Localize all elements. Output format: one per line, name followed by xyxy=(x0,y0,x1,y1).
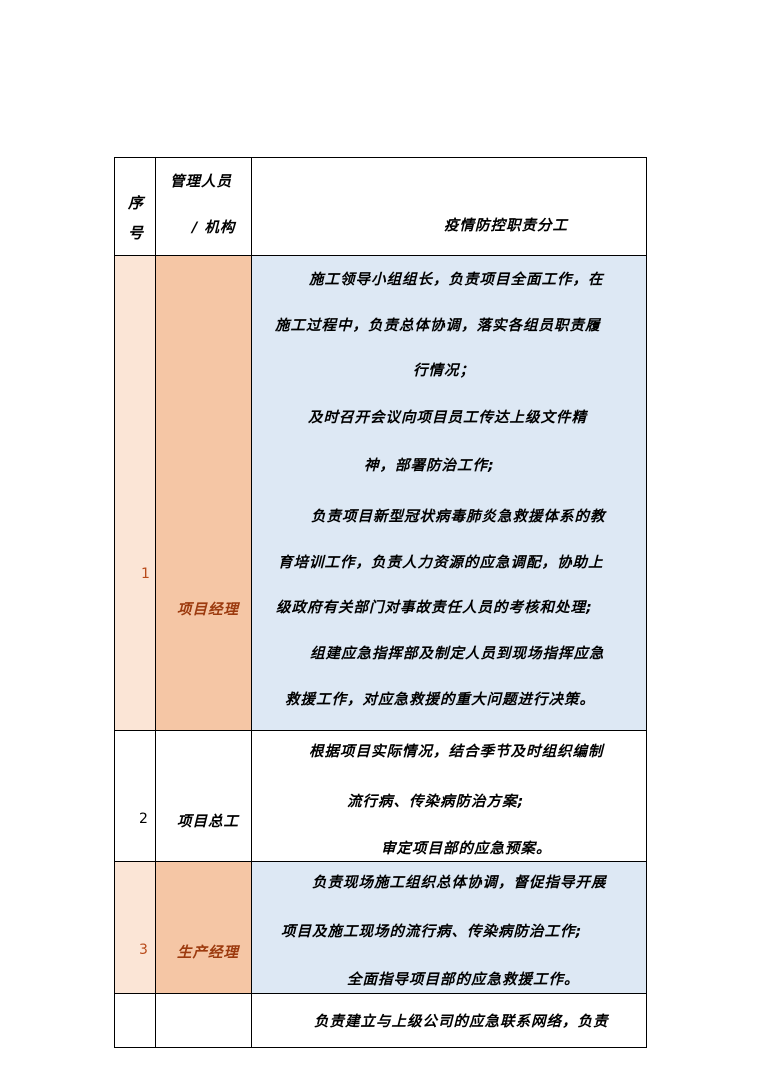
row-num-cell: 2 xyxy=(114,729,156,862)
table-row: 负责建立与上级公司的应急联系网络，负责 xyxy=(114,992,647,1049)
duty-line: 及时召开会议向项目员工传达上级文件精 xyxy=(308,410,587,427)
duty-line: 施工过程中，负责总体协调，落实各组员职责履 xyxy=(275,318,601,335)
header-row: 序 号 管理人员 / 机构 疫情防控职责分工 xyxy=(114,156,647,257)
row-role-cell xyxy=(155,992,252,1049)
header-person-cell: 管理人员 / 机构 xyxy=(155,156,252,257)
header-seq-cell: 序 号 xyxy=(114,156,156,257)
header-seq-line-1: 序 xyxy=(127,194,143,212)
row-role: 项目经理 xyxy=(177,602,239,619)
row-role-cell: 项目总工 xyxy=(155,729,252,862)
duty-line: 救援工作，对应急救援的重大问题进行决策。 xyxy=(285,692,595,709)
duty-line: 根据项目实际情况，结合季节及时组织编制 xyxy=(309,743,604,760)
row-duty-cell: 负责建立与上级公司的应急联系网络，负责 xyxy=(251,992,647,1049)
duty-line: 流行病、传染病防治方案; xyxy=(347,793,525,810)
row-duty-cell: 施工领导小组组长，负责项目全面工作，在 施工过程中，负责总体协调，落实各组员职责… xyxy=(251,255,647,731)
row-number: 1 xyxy=(141,566,150,583)
duty-line: 审定项目部的应急预案。 xyxy=(381,840,552,857)
row-num-cell xyxy=(114,992,156,1049)
duty-line: 负责现场施工组织总体协调，督促指导开展 xyxy=(312,874,607,891)
row-num-cell: 1 xyxy=(114,255,156,731)
row-role: 项目总工 xyxy=(177,813,239,830)
header-seq-line-2: 号 xyxy=(127,224,143,242)
duty-table: 序 号 管理人员 / 机构 疫情防控职责分工 1 项目经理 施工领导小组组长，负… xyxy=(114,156,647,1049)
duty-line: 级政府有关部门对事故责任人员的考核和处理; xyxy=(276,600,593,617)
table-row: 2 项目总工 根据项目实际情况，结合季节及时组织编制 流行病、传染病防治方案; … xyxy=(114,729,647,862)
table-row: 3 生产经理 负责现场施工组织总体协调，督促指导开展 项目及施工现场的流行病、传… xyxy=(114,860,647,994)
duty-line: 施工领导小组组长，负责项目全面工作，在 xyxy=(309,272,604,289)
duty-line: 负责建立与上级公司的应急联系网络，负责 xyxy=(314,1013,609,1030)
row-role: 生产经理 xyxy=(177,944,239,961)
header-person-line-1: 管理人员 xyxy=(170,174,232,190)
duty-line: 神，部署防治工作; xyxy=(364,458,495,475)
row-role-cell: 项目经理 xyxy=(155,255,252,731)
duty-line: 育培训工作，负责人力资源的应急调配，协助上 xyxy=(278,555,604,572)
header-duty-cell: 疫情防控职责分工 xyxy=(251,156,647,257)
row-duty-cell: 根据项目实际情况，结合季节及时组织编制 流行病、传染病防治方案; 审定项目部的应… xyxy=(251,729,647,862)
row-num-cell: 3 xyxy=(114,860,156,994)
row-number: 2 xyxy=(139,810,148,827)
row-role-cell: 生产经理 xyxy=(155,860,252,994)
duty-line: 项目及施工现场的流行病、传染病防治工作; xyxy=(281,923,583,940)
duty-line: 全面指导项目部的应急救援工作。 xyxy=(347,971,580,988)
header-duty-title: 疫情防控职责分工 xyxy=(444,218,568,234)
header-person-line-2: / 机构 xyxy=(192,220,236,236)
row-duty-cell: 负责现场施工组织总体协调，督促指导开展 项目及施工现场的流行病、传染病防治工作;… xyxy=(251,860,647,994)
duty-line: 组建应急指挥部及制定人员到现场指挥应急 xyxy=(310,646,605,663)
duty-line: 行情况； xyxy=(413,363,475,380)
row-number: 3 xyxy=(139,941,148,958)
duty-line: 负责项目新型冠状病毒肺炎急救援体系的教 xyxy=(311,509,606,526)
table-row: 1 项目经理 施工领导小组组长，负责项目全面工作，在 施工过程中，负责总体协调，… xyxy=(114,255,647,731)
